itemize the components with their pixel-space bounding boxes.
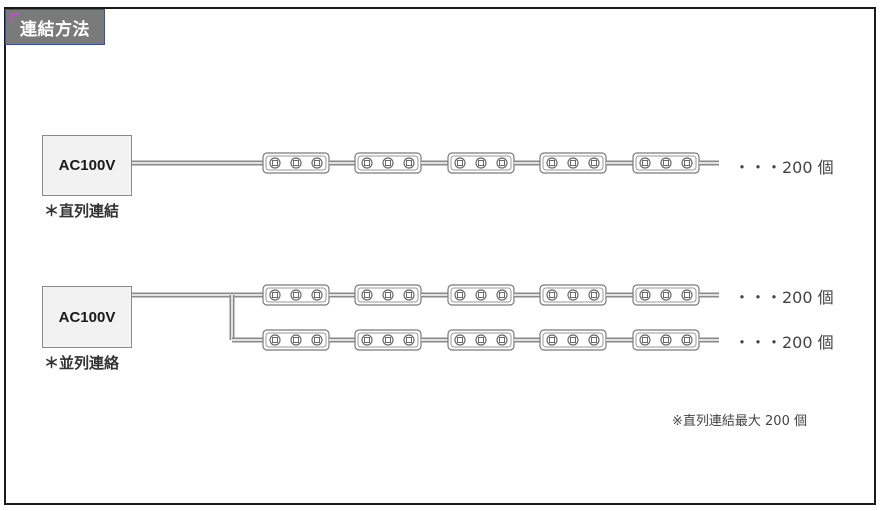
parallel-a-led-module [447, 284, 515, 306]
series-led-module [447, 152, 515, 174]
parallel-count-label-2: ・・・200 個 [734, 333, 834, 352]
power-box-series: AC100V [42, 135, 132, 196]
led-chip-core [314, 292, 320, 298]
series-count-label: ・・・200 個 [734, 158, 834, 177]
parallel-b-led-module [539, 329, 607, 351]
led-chip-core [499, 160, 505, 166]
led-chip-core [642, 292, 648, 298]
parallel-caption: ＊並列連絡 [44, 354, 120, 372]
led-chip-core [684, 337, 690, 343]
led-chip-core [591, 292, 597, 298]
power-label-series: AC100V [58, 157, 116, 174]
led-chip-core [478, 160, 484, 166]
led-chip-core [663, 160, 669, 166]
led-chip-core [642, 337, 648, 343]
led-chip-core [385, 160, 391, 166]
led-chip-core [457, 292, 463, 298]
series-led-module [539, 152, 607, 174]
led-chip-core [549, 292, 555, 298]
led-chip-core [499, 337, 505, 343]
led-chip-core [406, 292, 412, 298]
led-chip-core [570, 292, 576, 298]
led-chip-core [406, 337, 412, 343]
led-chip-core [293, 160, 299, 166]
led-chip-core [364, 160, 370, 166]
footnote: ※直列連結最大 200 個 [672, 414, 807, 429]
parallel-a-led-module [539, 284, 607, 306]
led-chip-core [272, 160, 278, 166]
led-chip-core [364, 292, 370, 298]
parallel-a-led-module [262, 284, 330, 306]
led-chip-core [591, 160, 597, 166]
led-chip-core [314, 337, 320, 343]
power-label-parallel: AC100V [58, 308, 116, 326]
diagram-frame [4, 7, 876, 505]
series-led-module [632, 152, 700, 174]
parallel-count-label-1: ・・・200 個 [734, 288, 834, 307]
led-chip-core [684, 292, 690, 298]
led-chip-core [549, 337, 555, 343]
led-chip-core [591, 337, 597, 343]
section-tab-label: 連結方法 [20, 19, 90, 40]
led-chip-core [499, 292, 505, 298]
series-led-module [262, 152, 330, 174]
led-chip-core [385, 292, 391, 298]
tab-corner-mark [10, 13, 20, 21]
parallel-b-led-module [262, 329, 330, 351]
led-chip-core [406, 160, 412, 166]
led-chip-core [385, 337, 391, 343]
section-tab: 連結方法 [5, 9, 105, 45]
led-chip-core [457, 160, 463, 166]
led-chip-core [663, 337, 669, 343]
parallel-b-led-module [632, 329, 700, 351]
led-chip-core [272, 337, 278, 343]
led-chip-core [570, 337, 576, 343]
led-chip-core [314, 160, 320, 166]
led-chip-core [293, 292, 299, 298]
power-box-parallel: AC100V [42, 286, 132, 348]
series-led-module [354, 152, 422, 174]
led-chip-core [293, 337, 299, 343]
parallel-b-led-module [354, 329, 422, 351]
led-chip-core [570, 160, 576, 166]
led-chip-core [272, 292, 278, 298]
led-chip-core [478, 292, 484, 298]
led-chip-core [364, 337, 370, 343]
led-chip-core [457, 337, 463, 343]
series-caption: ＊直列連結 [44, 202, 120, 220]
led-chip-core [549, 160, 555, 166]
led-chip-core [478, 337, 484, 343]
parallel-b-led-module [447, 329, 515, 351]
parallel-a-led-module [632, 284, 700, 306]
parallel-a-led-module [354, 284, 422, 306]
led-chip-core [663, 292, 669, 298]
led-chip-core [684, 160, 690, 166]
led-chip-core [642, 160, 648, 166]
